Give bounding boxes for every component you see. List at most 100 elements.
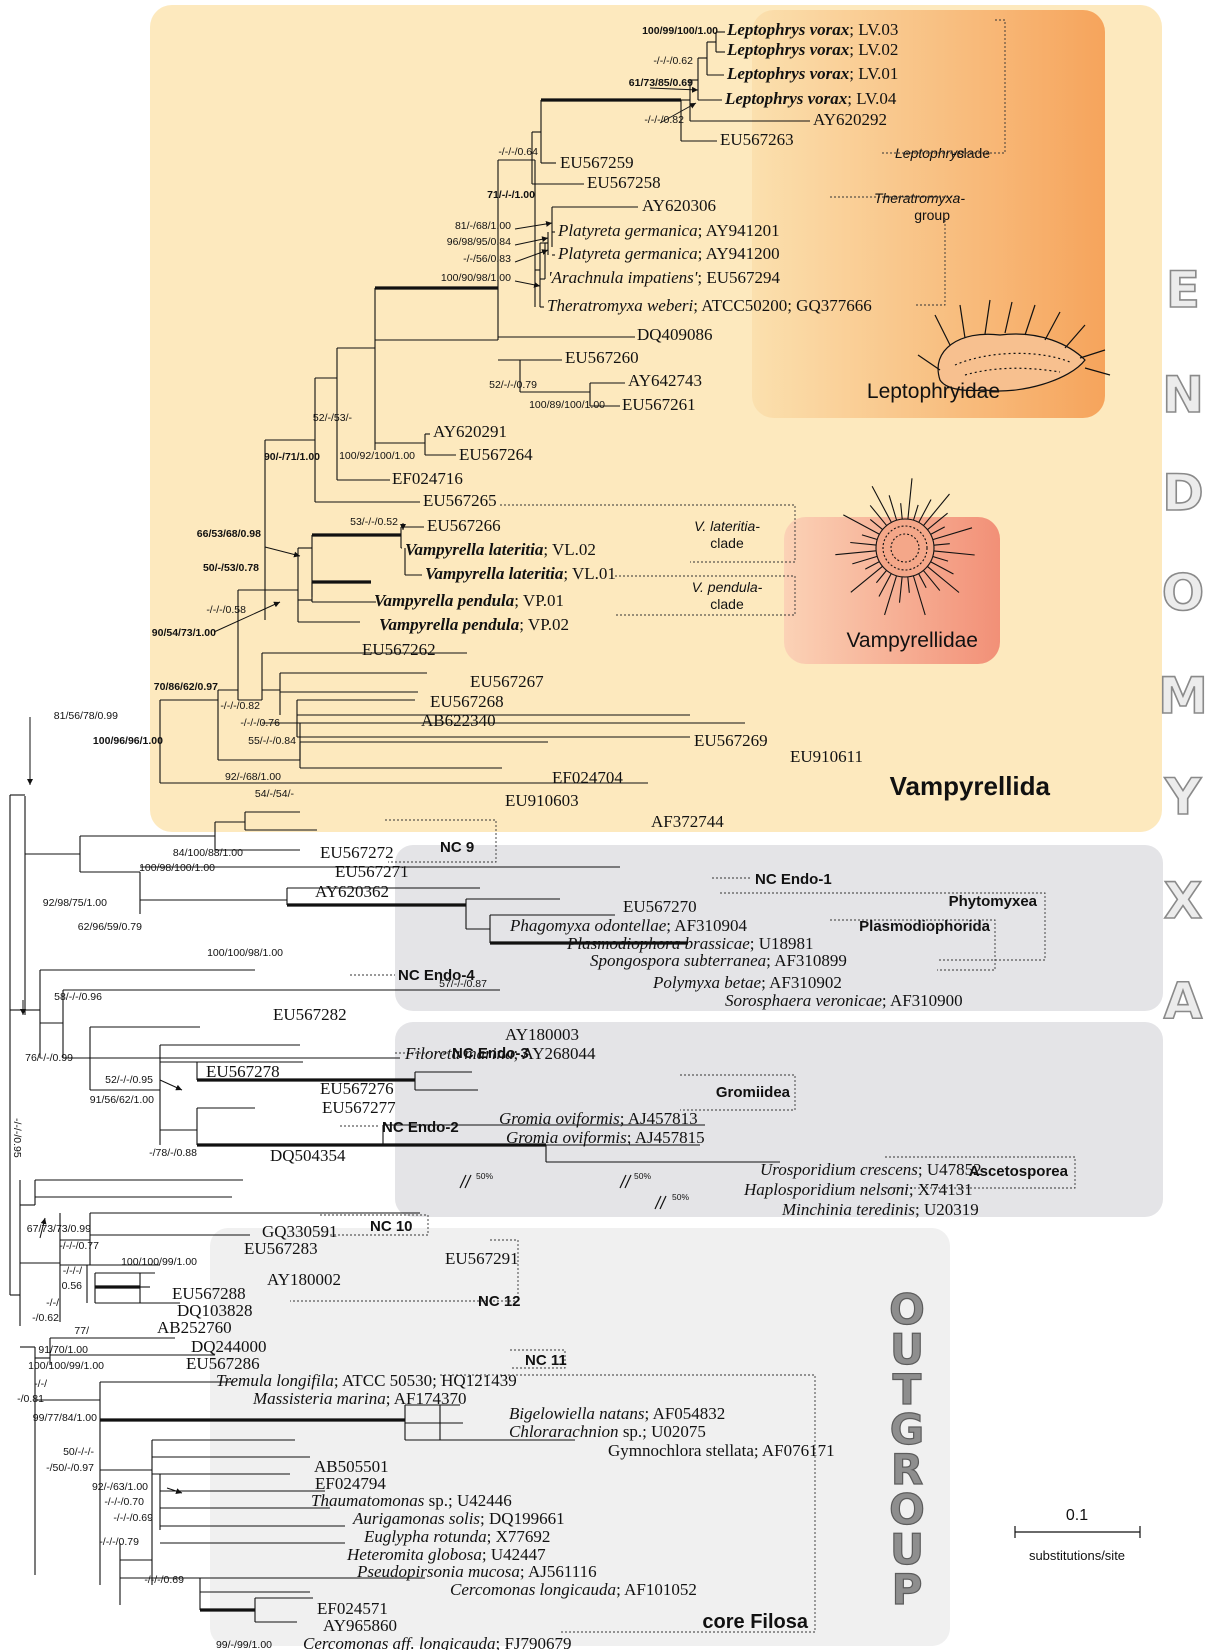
support-value: 67/73/73/0.99 (27, 1223, 91, 1235)
support-arrow (659, 102, 697, 124)
support-value: 81/56/78/0.99 (54, 710, 118, 722)
taxon-label: AB252760 (157, 1318, 232, 1337)
taxon-label: GQ330591 (262, 1222, 338, 1241)
v-lateritia-label: V. lateritia- (694, 518, 760, 534)
taxon-label: EU567260 (565, 348, 639, 367)
taxon-label: Chlorarachnion sp.; U02075 (509, 1422, 706, 1441)
support-value: 52/-/-/0.79 (489, 379, 537, 391)
taxon-label: Thaumatomonas sp.; U42446 (311, 1491, 512, 1510)
support-value: -/-/-/0.64 (498, 146, 538, 158)
pseudopod-ray (884, 575, 898, 616)
support-value: 99/-/99/1.00 (216, 1639, 272, 1650)
big-letter: O (889, 1285, 925, 1334)
support-value: -/-/-/0.76 (240, 717, 280, 729)
scale-bar-unit: substitutions/site (1029, 1548, 1125, 1563)
taxon-label: EU567267 (470, 672, 544, 691)
taxon-label: Vampyrella pendula; VP.01 (374, 591, 564, 610)
support-value: 54/-/54/- (255, 788, 295, 800)
pseudopod-ray (843, 514, 880, 535)
support-value: 66/53/68/0.98 (197, 528, 261, 540)
taxon-label: Cercomonas longicauda; AF101052 (450, 1580, 697, 1599)
v-pendula-label: V. pendula- (692, 579, 763, 595)
support-value: 61/73/85/0.69 (629, 77, 693, 89)
taxon-label: Plasmodiophora brassicae; U18981 (566, 934, 814, 953)
pseudopod-ray (933, 543, 950, 546)
taxon-label: EU567264 (459, 445, 533, 464)
taxon-label: EU567276 (320, 1079, 394, 1098)
pseudopod-ray (850, 565, 883, 593)
taxon-label: Polymyxa betae; AF310902 (652, 973, 842, 992)
support-value: 100/92/100/1.00 (339, 450, 415, 462)
big-letter: P (892, 1565, 923, 1614)
support-value: -/0.62 (32, 1312, 59, 1324)
nc10-label: NC 10 (370, 1218, 413, 1235)
support-value: 100/100/98/1.00 (207, 947, 283, 959)
phytomyxea-label: Phytomyxea (949, 893, 1038, 910)
pseudopod-ray (927, 566, 960, 593)
taxon-label: AY180002 (267, 1270, 341, 1289)
support-arrow (514, 236, 549, 246)
support-value: 91/70/1.00 (38, 1344, 88, 1356)
support-arrow (166, 1487, 183, 1494)
pseudopod-ray (918, 499, 932, 523)
taxon-label: AY620362 (315, 882, 389, 901)
leptophrys-clade-label: Leptophrys (895, 145, 964, 161)
endomyxa-letters: E N D O M Y X A (1157, 260, 1208, 1031)
support-value: -/-/-/0.77 (59, 1240, 99, 1252)
support-arrow (514, 220, 553, 230)
support-value: -/-/-/0.70 (104, 1496, 144, 1508)
pseudopod-ray (930, 526, 945, 535)
support-value: 91/56/62/1.00 (90, 1094, 154, 1106)
taxon-label: Vampyrella lateritia; VL.01 (425, 564, 616, 583)
taxon-label: DQ409086 (637, 325, 713, 344)
pseudopod-ray (850, 541, 877, 546)
pseudopod-ray (927, 512, 948, 531)
support-value: -/50/-/0.97 (46, 1462, 94, 1474)
nc-endo2-label: NC Endo-2 (382, 1119, 459, 1136)
pseudopod-ray (869, 518, 883, 530)
taxon-label: EU567277 (322, 1098, 396, 1117)
cut-marks: 50% 50% 50% (459, 1171, 689, 1210)
big-letter: U (890, 1325, 924, 1374)
support-value: 100/89/100/1.00 (529, 399, 605, 411)
taxon-label: Filoreta marina; AY268044 (404, 1044, 596, 1063)
taxon-label: Gromia oviformis; AJ457815 (506, 1128, 705, 1147)
taxon-label: EF024794 (315, 1474, 386, 1493)
taxon-label: Leptophrys vorax; LV.02 (726, 40, 898, 59)
taxon-label: EU567269 (694, 731, 768, 750)
pseudopod-ray (932, 527, 973, 541)
pseudopod-ray (932, 555, 949, 562)
taxon-label: Theratromyxa weberi; ATCC50200; GQ377666 (547, 296, 872, 315)
taxon-label: EU567283 (244, 1239, 318, 1258)
outgroup-letters: O U T G R O U P (889, 1284, 926, 1614)
core-filosa-label: core Filosa (702, 1611, 808, 1633)
support-arrow (159, 1079, 183, 1091)
taxon-label: Massisteria marina; AF174370 (252, 1389, 467, 1408)
nc-endo4-label: NC Endo-4 (398, 967, 475, 984)
taxon-label: DQ244000 (191, 1337, 267, 1356)
pseudopod-ray (869, 505, 888, 526)
taxon-label: Cercomonas aff. longicauda; FJ790679 (303, 1634, 572, 1650)
taxon-label: Euglypha rotunda; X77692 (363, 1527, 550, 1546)
big-letter: N (1162, 366, 1204, 424)
scale-bar-value: 0.1 (1066, 1507, 1088, 1524)
big-letter: T (893, 1365, 922, 1414)
taxon-label: EU567278 (206, 1062, 280, 1081)
big-letter: O (1162, 564, 1205, 622)
pseudopod-ray (875, 570, 887, 584)
taxon-label: Tremula longifila; ATCC 50530; HQ121439 (216, 1371, 517, 1390)
taxon-label: Bigelowiella natans; AF054832 (509, 1404, 725, 1423)
support-value: 53/-/-/0.52 (350, 516, 398, 528)
v-lateritia-label-2: clade (710, 535, 744, 551)
taxon-label: EU567272 (320, 843, 394, 862)
support-value: 90/-/71/1.00 (264, 451, 320, 463)
support-value: -/-/-/0.58 (206, 604, 246, 616)
nc11-label: NC 11 (525, 1352, 567, 1369)
support-arrow (213, 601, 281, 633)
leptophrys-clade-label-2: -clade (952, 145, 990, 161)
support-value: -/-/-/0.79 (99, 1536, 139, 1548)
taxon-label: AY620292 (813, 110, 887, 129)
leptophryidae-panel (752, 10, 1105, 418)
support-arrow (514, 249, 549, 263)
big-letter: G (890, 1405, 924, 1454)
